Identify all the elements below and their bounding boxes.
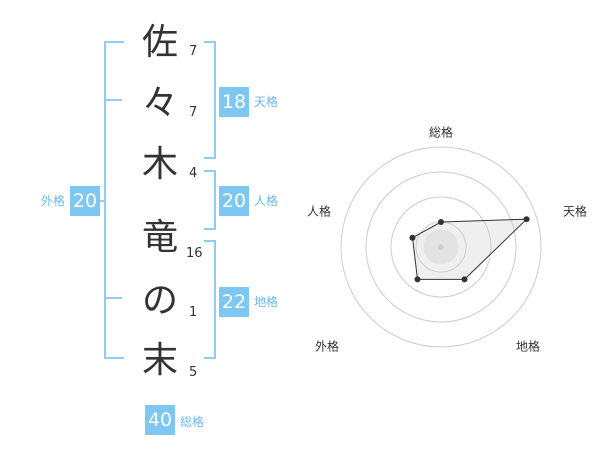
chikaku-badge: 22: [219, 287, 249, 317]
name-char-1: 佐: [141, 22, 178, 63]
radar-axis-label-3: 地格: [516, 339, 540, 354]
stroke-count-6: 5: [189, 365, 198, 380]
tenkaku-badge: 18: [219, 87, 249, 117]
stroke-count-3: 4: [189, 166, 198, 181]
name-char-2: 々: [141, 83, 178, 124]
tenkaku-label: 天格: [254, 95, 279, 109]
tenkaku-bracket: [204, 41, 216, 159]
radar-point-4: [414, 276, 421, 283]
name-char-3: 木: [141, 144, 178, 185]
radar-axis-label-1: 総格: [429, 125, 453, 140]
radar-center-dot: [438, 244, 444, 250]
radar-ring-2: [390, 196, 492, 298]
radar-point-5: [409, 234, 416, 241]
name-char-4: 竜: [141, 217, 178, 258]
gaikaku-label: 外格: [41, 194, 66, 208]
name-char-6: 末: [141, 340, 178, 381]
jinkaku-label: 人格: [254, 194, 279, 208]
soukaku-label: 総格: [180, 415, 205, 429]
radar-point-1: [438, 219, 444, 225]
stroke-count-1: 7: [189, 44, 198, 59]
chikaku-label: 地格: [254, 295, 279, 309]
radar-point-2: [523, 216, 530, 223]
stroke-count-4: 16: [186, 246, 203, 261]
chikaku-bracket: [204, 240, 216, 359]
radar-axis-label-2: 天格: [563, 204, 587, 219]
gaikaku-badge: 20: [70, 186, 100, 216]
radar-ring-4: [340, 146, 542, 348]
jinkaku-badge: 20: [219, 186, 249, 216]
radar-axis-label-5: 人格: [307, 204, 331, 219]
jinkaku-bracket: [204, 170, 216, 230]
radar-point-3: [461, 276, 468, 283]
soukaku-badge: 40: [145, 405, 175, 435]
stroke-count-2: 7: [189, 105, 198, 120]
gaikaku-bracket-tick-lower: [104, 297, 122, 299]
gaikaku-connector: [97, 200, 105, 202]
gaikaku-bracket-tick-upper: [104, 99, 122, 101]
name-char-5: の: [141, 280, 178, 321]
radar-ring-3: [365, 171, 517, 323]
radar-polygon: [411, 218, 528, 280]
stroke-count-5: 1: [189, 305, 198, 320]
gaikaku-bracket: [104, 41, 124, 359]
radar-axis-label-4: 外格: [315, 339, 339, 354]
